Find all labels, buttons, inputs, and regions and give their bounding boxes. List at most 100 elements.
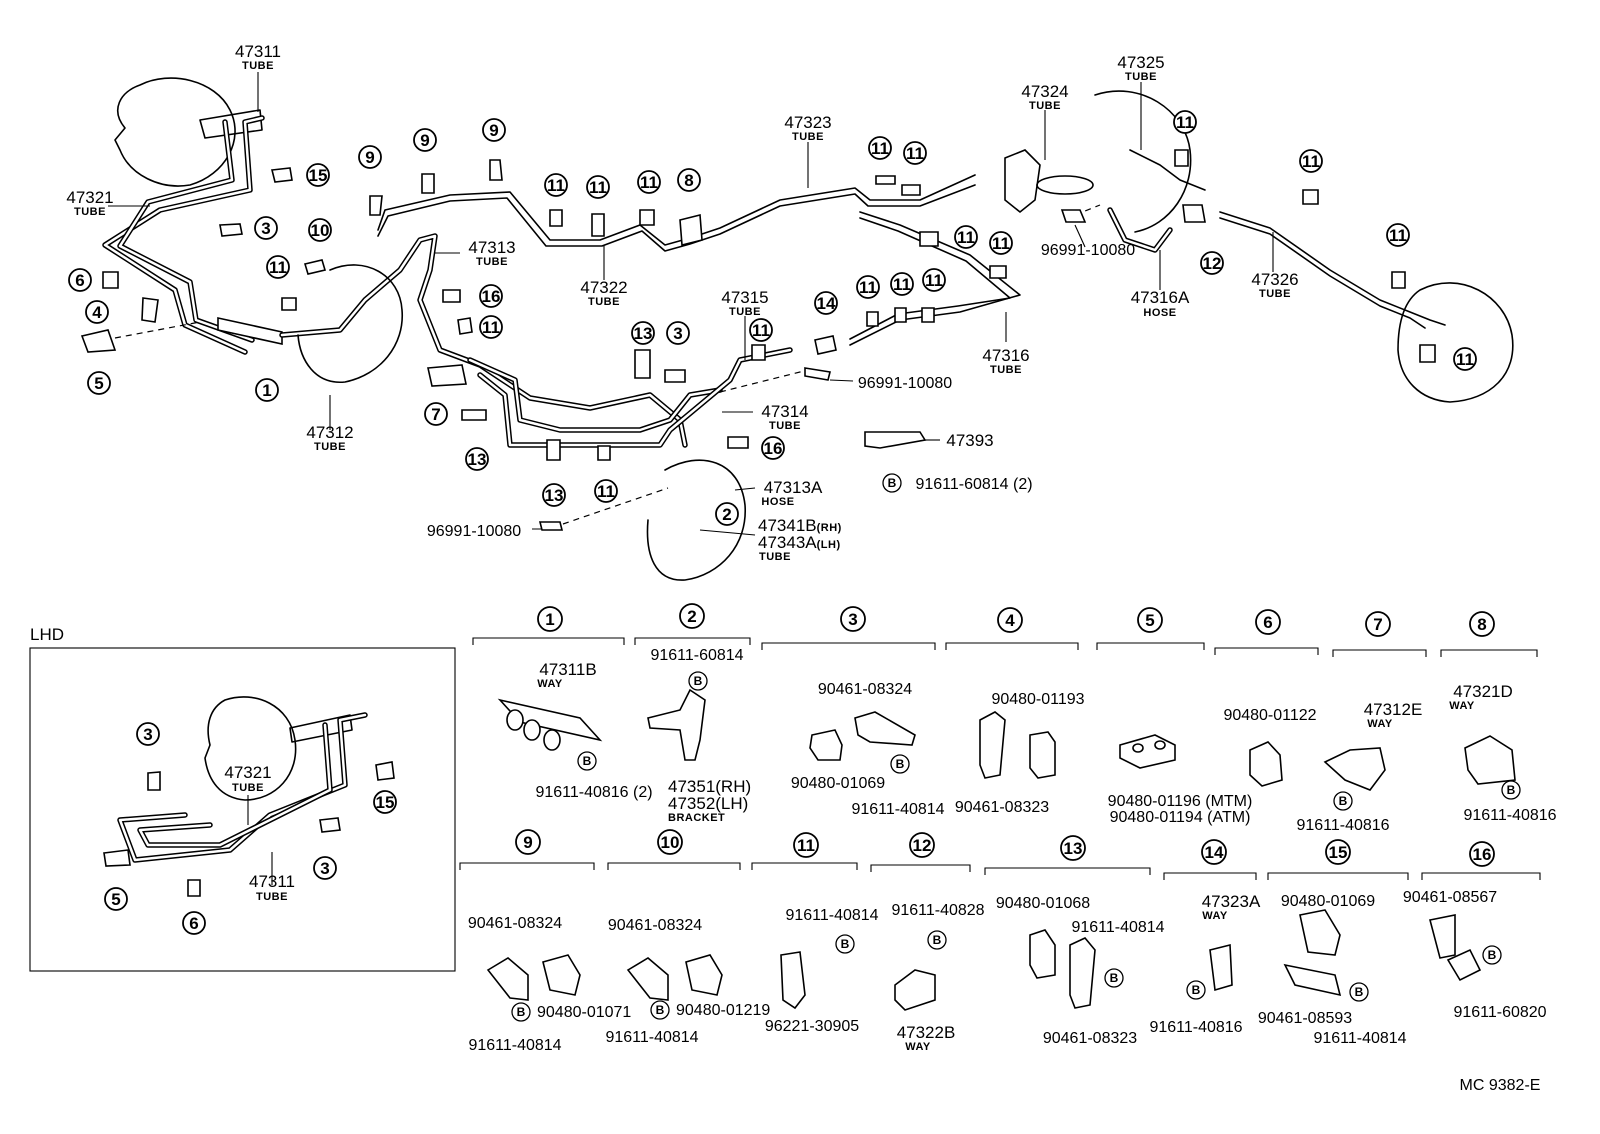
- callout-4: 4: [92, 303, 102, 322]
- t7-91611-40816: 91611-40816: [1296, 817, 1389, 834]
- t10-91611-40814: 91611-40814: [605, 1029, 698, 1046]
- t1-bolt: B: [583, 754, 592, 768]
- callout-11h: 11: [871, 139, 889, 158]
- part-label-47324: 47324: [1021, 82, 1068, 101]
- callout-7: 7: [431, 405, 440, 424]
- part-label-96991-a: 96991-10080: [1041, 242, 1135, 259]
- part-sub-47326: TUBE: [1259, 288, 1291, 300]
- t15-90480-01069: 90480-01069: [1281, 893, 1375, 910]
- callout-9c: 9: [489, 121, 498, 140]
- t3-91611-40814: 91611-40814: [851, 801, 944, 818]
- table-num-6: 6: [1263, 613, 1272, 632]
- callout-11q: 11: [1389, 226, 1407, 245]
- table-num-7: 7: [1373, 615, 1382, 634]
- part-sub-47315: TUBE: [729, 306, 761, 318]
- t12-91611-40828: 91611-40828: [891, 902, 984, 919]
- t11-bolt: B: [841, 937, 850, 951]
- t2-bolt: B: [694, 674, 703, 688]
- part-sub-47313: TUBE: [476, 256, 508, 268]
- part-label-47316A: 47316A: [1131, 288, 1190, 307]
- table-num-3: 3: [848, 610, 857, 629]
- callout-11e: 11: [640, 173, 658, 192]
- table-num-5: 5: [1145, 611, 1154, 630]
- t14-way: WAY: [1202, 910, 1228, 922]
- lhd-callout-3a: 3: [143, 725, 152, 744]
- callout-11n: 11: [925, 271, 943, 290]
- part-sub-47313A: HOSE: [761, 496, 794, 508]
- callout-11g: 11: [597, 482, 615, 501]
- t12-47322B: 47322B: [897, 1023, 956, 1042]
- t15-90461-08593: 90461-08593: [1258, 1010, 1352, 1027]
- table-num-9: 9: [523, 833, 532, 852]
- lhd-callout-5: 5: [111, 890, 120, 909]
- callout-5: 5: [94, 374, 103, 393]
- t2-91611-60814: 91611-60814: [650, 647, 743, 664]
- lhd-sub-47321: TUBE: [232, 782, 264, 794]
- callout-12: 12: [1203, 254, 1222, 273]
- part-sub-47312: TUBE: [314, 441, 346, 453]
- bolt-marker: [882, 473, 902, 493]
- table-num-4: 4: [1005, 611, 1015, 630]
- t16-91611-60820: 91611-60820: [1453, 1004, 1546, 1021]
- table-num-14: 14: [1205, 843, 1224, 862]
- t15-91611-40814: 91611-40814: [1313, 1030, 1406, 1047]
- part-label-47326: 47326: [1251, 270, 1298, 289]
- part-sub-47322: TUBE: [588, 296, 620, 308]
- footer-code: MC 9382-E: [1460, 1077, 1541, 1094]
- t13-bolt: B: [1110, 971, 1119, 985]
- t9-91611-40814: 91611-40814: [468, 1037, 561, 1054]
- part-label-47311: 47311: [235, 42, 281, 61]
- t8-way: WAY: [1449, 700, 1475, 712]
- part-label-47312: 47312: [306, 423, 353, 442]
- main-part-labels: 47311 TUBE 47321 TUBE 47323 TUBE 47322 T…: [66, 42, 1298, 563]
- t11-91611-40814: 91611-40814: [785, 907, 878, 924]
- t1-91611-40816: 91611-40816 (2): [535, 784, 652, 801]
- part-label-47323: 47323: [784, 113, 831, 132]
- part-label-47321: 47321: [66, 188, 113, 207]
- t4-90480-01193: 90480-01193: [991, 691, 1084, 708]
- part-label-47322: 47322: [580, 278, 627, 297]
- lhd-callout-15: 15: [376, 793, 395, 812]
- callout-11f: 11: [752, 321, 770, 340]
- t9-bolt: B: [517, 1005, 526, 1019]
- t15-bolt: B: [1355, 985, 1364, 999]
- callout-11l: 11: [859, 278, 877, 297]
- lhd-sub-47311: TUBE: [256, 891, 288, 903]
- part-sub-47316A: HOSE: [1143, 307, 1176, 319]
- t14-91611-40816: 91611-40816: [1149, 1019, 1242, 1036]
- t5-90480-01194: 90480-01194 (ATM): [1110, 809, 1251, 826]
- bolt-marker-label: B: [888, 476, 897, 490]
- lhd-inset: LHD 47321 TUBE 47311 TUBE 3 15 3 5 6: [29, 625, 456, 972]
- t11-96221-30905: 96221-30905: [765, 1018, 859, 1035]
- callout-14: 14: [817, 294, 836, 313]
- lhd-label-47311: 47311: [249, 872, 295, 891]
- part-label-96991-b: 96991-10080: [858, 375, 952, 392]
- t16-bolt: B: [1488, 948, 1497, 962]
- t13-90461-08323: 90461-08323: [1043, 1030, 1137, 1047]
- table-num-12: 12: [913, 836, 932, 855]
- table-num-11: 11: [797, 836, 815, 855]
- lhd-title: LHD: [30, 625, 64, 644]
- part-label-96991-c: 96991-10080: [427, 523, 521, 540]
- t7-bolt: B: [1339, 794, 1348, 808]
- part-label-47343A: 47343A(LH): [758, 533, 841, 552]
- t2-bracket: BRACKET: [668, 812, 725, 824]
- callout-13a: 13: [634, 324, 653, 343]
- part-label-47313: 47313: [468, 238, 515, 257]
- callout-11k: 11: [992, 234, 1010, 253]
- callout-11r: 11: [1456, 350, 1474, 369]
- t5-90480-01196: 90480-01196 (MTM): [1108, 793, 1253, 810]
- t13-90480-01068: 90480-01068: [996, 895, 1090, 912]
- lhd-callout-6: 6: [189, 914, 198, 933]
- t3-90461-08324: 90461-08324: [818, 681, 912, 698]
- part-label-47316: 47316: [982, 346, 1029, 365]
- t10-90480-01219: 90480-01219: [676, 1002, 770, 1019]
- t16-90461-08567: 90461-08567: [1403, 889, 1497, 906]
- part-label-91611-60814-2: 91611-60814 (2): [915, 476, 1032, 493]
- t4-90461-08323: 90461-08323: [955, 799, 1049, 816]
- t13-91611-40814: 91611-40814: [1071, 919, 1164, 936]
- callout-11o: 11: [1176, 113, 1194, 132]
- part-sub-47325: TUBE: [1125, 71, 1157, 83]
- callout-11d: 11: [589, 178, 607, 197]
